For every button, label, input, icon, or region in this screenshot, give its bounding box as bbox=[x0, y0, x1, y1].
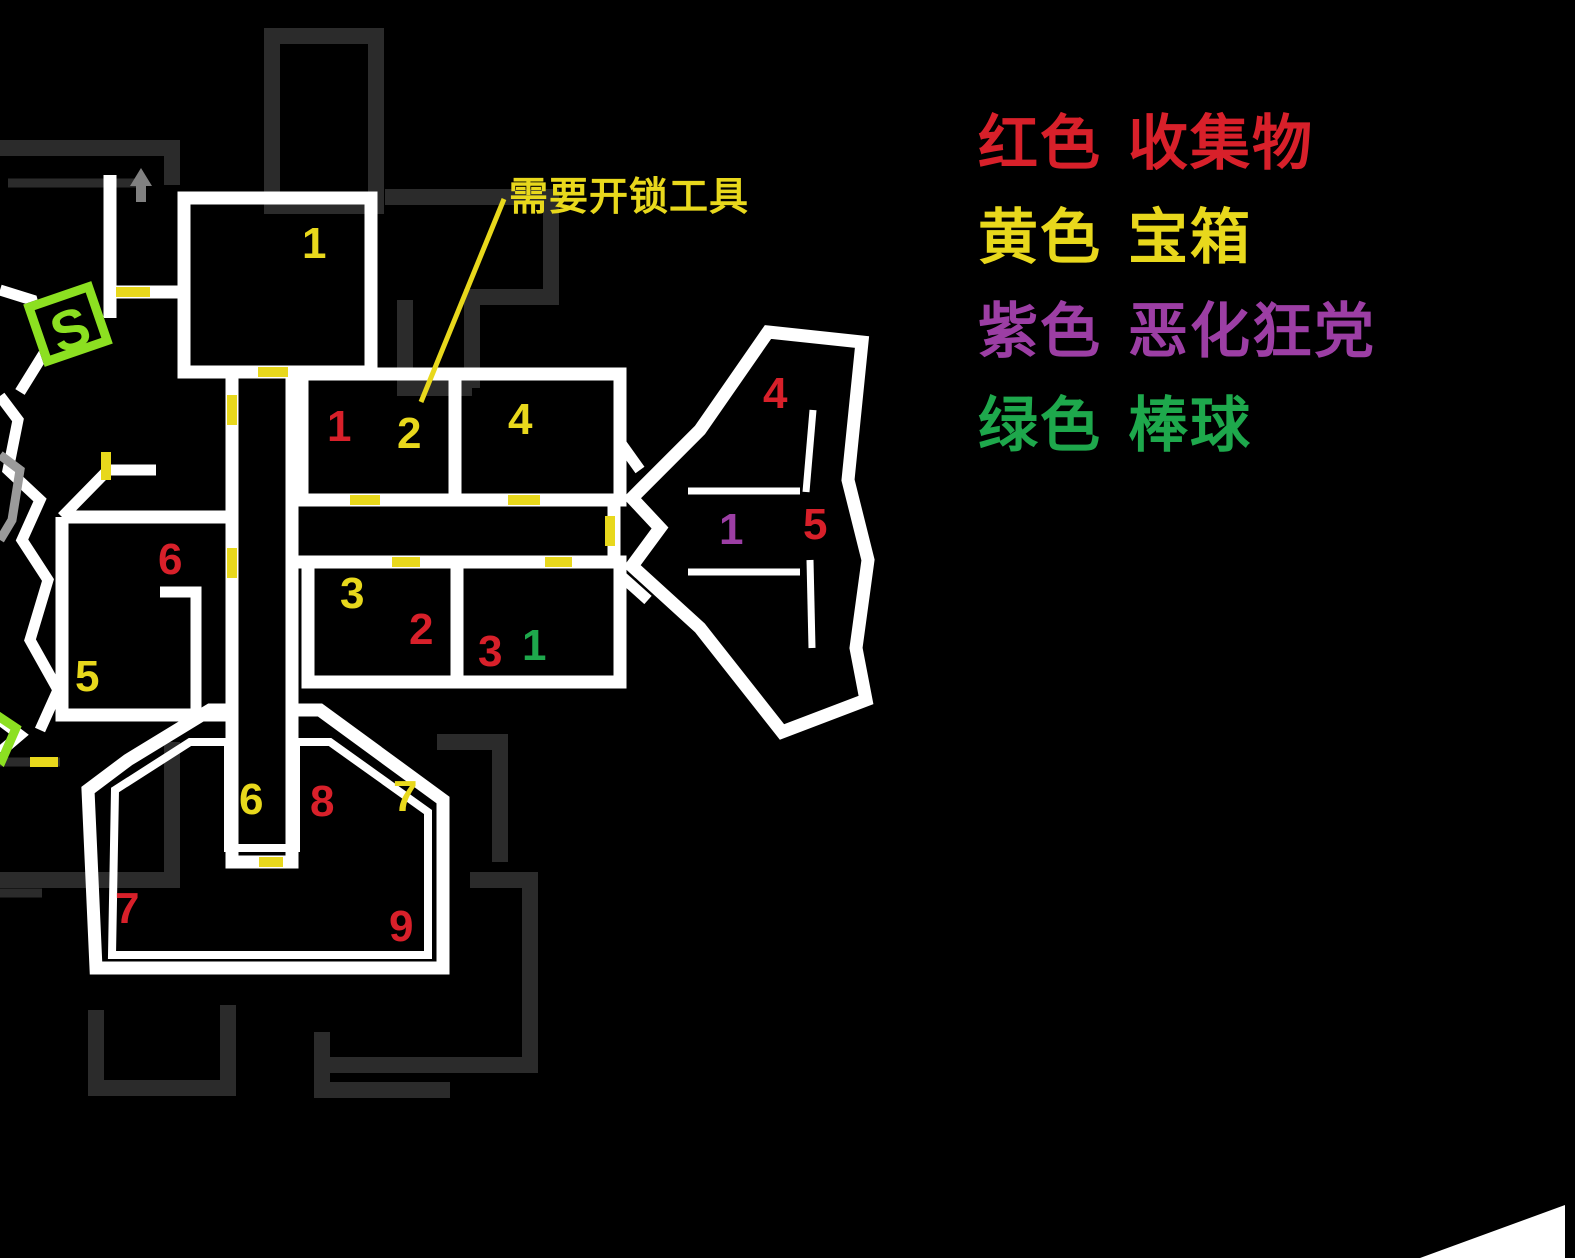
annotation-need-lockpick: 需要开锁工具 bbox=[509, 175, 750, 220]
unexplored-room-right-south bbox=[437, 734, 508, 862]
map-marker-chest-4: 4 bbox=[508, 395, 533, 444]
unexplored-room-bottom-mid bbox=[314, 1032, 450, 1098]
legend-row-purple: 紫色恶化狂党 bbox=[978, 296, 1538, 368]
room-lower-block bbox=[301, 555, 627, 689]
map-marker-enemy-1: 1 bbox=[719, 505, 744, 554]
door-markers-layer bbox=[30, 287, 615, 867]
legend-color-word-purple: 紫色 bbox=[978, 297, 1102, 367]
map-marker-collectible-2: 2 bbox=[409, 605, 434, 654]
legend-color-word-red: 红色 bbox=[978, 109, 1102, 179]
map-marker-collectible-4: 4 bbox=[763, 369, 788, 418]
unexplored-room-top bbox=[264, 28, 384, 214]
map-marker-chest-6: 6 bbox=[239, 775, 264, 824]
legend-panel: 红色收集物黄色宝箱紫色恶化狂党绿色棒球 bbox=[978, 108, 1538, 484]
map-marker-chest-3: 3 bbox=[340, 569, 365, 618]
legend-color-word-yellow: 黄色 bbox=[978, 203, 1102, 273]
room-west-inner bbox=[160, 586, 202, 715]
legend-meaning-yellow: 宝箱 bbox=[1128, 203, 1252, 273]
unexplored-rooms-layer bbox=[0, 28, 559, 1098]
map-marker-collectible-8: 8 bbox=[310, 777, 335, 826]
map-marker-collectible-1: 1 bbox=[327, 402, 352, 451]
corridor-north-left bbox=[103, 175, 184, 299]
legend-row-red: 红色收集物 bbox=[978, 108, 1538, 180]
unexplored-room-left-south bbox=[0, 742, 180, 888]
map-marker-collectible-9: 9 bbox=[389, 902, 414, 951]
legend-meaning-purple: 恶化狂党 bbox=[1128, 297, 1376, 367]
save-point-label: S bbox=[42, 293, 98, 365]
offscreen-save-marker-partial bbox=[0, 711, 22, 768]
unexplored-room-right-south-2 bbox=[330, 872, 538, 1073]
cave-east-inner-wall-top bbox=[802, 409, 817, 493]
map-marker-collectible-3: 3 bbox=[478, 627, 503, 676]
legend-meaning-green: 棒球 bbox=[1128, 391, 1252, 461]
cave-left-inner bbox=[0, 451, 25, 543]
corridor-up-arrow-icon bbox=[130, 168, 152, 202]
unexplored-wall-topleft bbox=[0, 140, 180, 185]
map-marker-collectible-7: 7 bbox=[115, 884, 140, 933]
corridor-mid-horizontal bbox=[292, 493, 620, 569]
map-marker-chest-5: 5 bbox=[75, 652, 100, 701]
cave-east-inner-wall-bot bbox=[806, 559, 816, 649]
corner-wedge-bottom-right bbox=[1420, 1205, 1565, 1258]
room-south-hall-inner bbox=[107, 738, 432, 959]
room-north bbox=[177, 191, 378, 379]
cave-east-outline bbox=[622, 325, 875, 740]
unexplored-room-upper-right bbox=[385, 189, 559, 388]
map-marker-collectible-5: 5 bbox=[803, 500, 828, 549]
cave-left-edge bbox=[0, 392, 65, 733]
save-point-marker[interactable]: S bbox=[23, 281, 116, 375]
legend-color-word-green: 绿色 bbox=[978, 391, 1102, 461]
legend-meaning-red: 收集物 bbox=[1128, 109, 1314, 179]
map-marker-baseball-1: 1 bbox=[522, 621, 547, 670]
cave-east-connector-top bbox=[615, 438, 645, 474]
annotation-leader-line bbox=[418, 198, 507, 403]
map-marker-chest-7: 7 bbox=[393, 772, 418, 821]
map-marker-collectible-6: 6 bbox=[158, 535, 183, 584]
legend-row-green: 绿色棒球 bbox=[978, 390, 1538, 462]
unexplored-room-bottom-left bbox=[88, 1005, 236, 1096]
map-marker-chest-2: 2 bbox=[397, 409, 422, 458]
legend-row-yellow: 黄色宝箱 bbox=[978, 202, 1538, 274]
map-marker-chest-1: 1 bbox=[302, 219, 327, 268]
cave-east-connector-bot bbox=[616, 570, 652, 605]
room-south-hall bbox=[81, 703, 450, 975]
